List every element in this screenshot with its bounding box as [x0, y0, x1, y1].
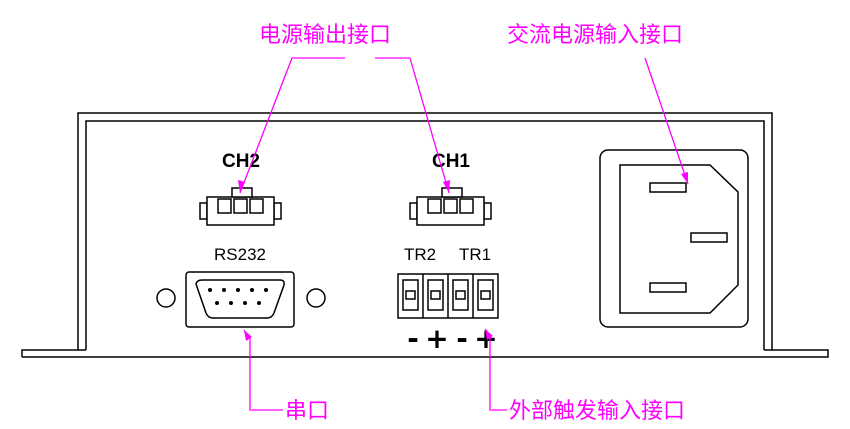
rs232-label: RS232	[214, 245, 266, 264]
trigger-terminal-block	[397, 273, 499, 319]
chassis	[21, 112, 829, 358]
external-trigger-annotation: 外部触发输入接口	[509, 399, 685, 424]
tr2-label: TR2	[404, 245, 436, 264]
ch2-connector	[199, 187, 282, 226]
tr1-label: TR1	[459, 245, 491, 264]
ch1-connector	[409, 187, 492, 226]
ac-power-input-annotation: 交流电源输入接口	[507, 23, 683, 48]
rs232-connector	[156, 271, 326, 328]
ac-power-inlet	[599, 149, 749, 328]
power-output-annotation: 电源输出接口	[259, 23, 391, 48]
rs232-pins	[208, 288, 268, 305]
polarity-sign: +	[474, 322, 497, 355]
leader-lines	[239, 57, 689, 411]
leader-arrowheads	[238, 172, 688, 341]
polarity-sign: +	[425, 322, 448, 355]
serial-port-annotation: 串口	[285, 399, 329, 424]
polarity-sign: -	[456, 322, 468, 355]
polarity-sign: -	[407, 322, 419, 355]
